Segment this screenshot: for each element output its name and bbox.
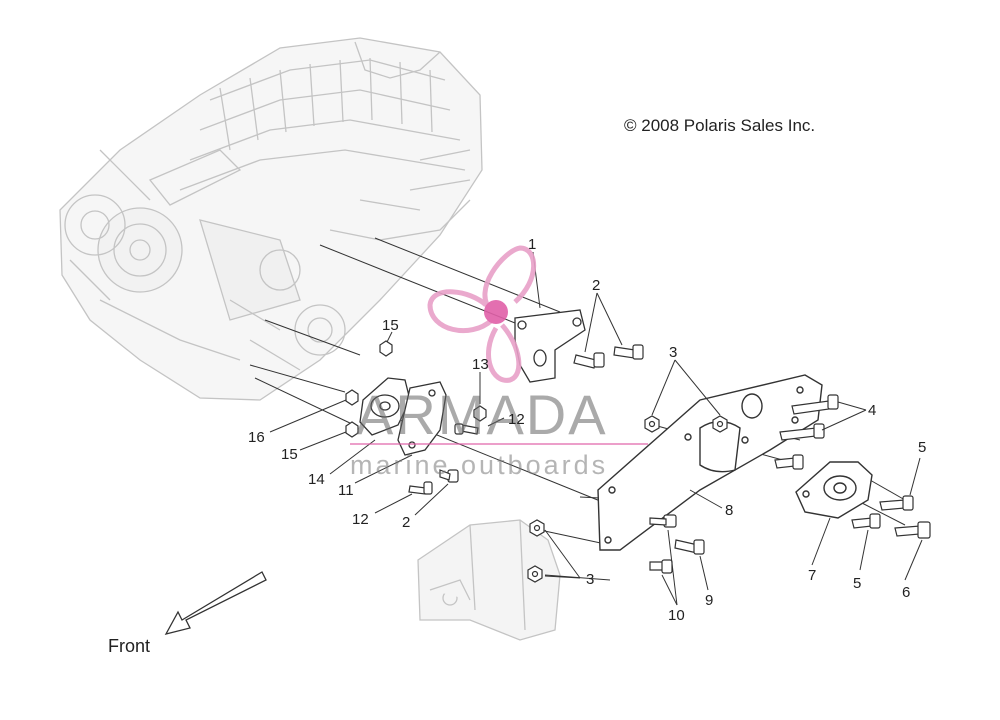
callout-2-lower: 2 [402, 514, 411, 531]
callout-leaders [269, 251, 923, 606]
copyright-text: © 2008 Polaris Sales Inc. [624, 116, 816, 135]
watermark-brand: ARMADA [356, 383, 608, 446]
bolts-part-4 [774, 394, 839, 470]
callout-5-lower: 5 [853, 575, 862, 592]
lower-mount-ghost [417, 519, 561, 641]
callout-5-upper: 5 [918, 439, 927, 456]
callout-1: 1 [528, 236, 537, 253]
bracket-part-1 [514, 309, 586, 383]
nuts-part-3-upper [644, 415, 728, 433]
callout-3-upper: 3 [669, 344, 678, 361]
callout-10: 10 [668, 607, 685, 624]
watermark-propeller-logo [427, 245, 537, 383]
callout-3-lower: 3 [586, 571, 595, 588]
callout-11: 11 [338, 482, 354, 499]
front-arrow [164, 571, 267, 635]
callout-15-upper: 15 [382, 317, 399, 334]
callout-8: 8 [725, 502, 734, 519]
callout-12-upper: 12 [508, 411, 525, 428]
nuts-part-3-lower [527, 519, 545, 583]
engine-mount-part-7 [795, 461, 873, 519]
bolts-part-2 [573, 344, 644, 369]
bolts-part-5-6 [851, 495, 931, 539]
callout-15-lower: 15 [281, 446, 298, 463]
callout-7: 7 [808, 567, 817, 584]
front-label: Front [108, 636, 151, 656]
callout-12-lower: 12 [352, 511, 369, 528]
engine-illustration [59, 37, 483, 401]
callout-6: 6 [902, 584, 911, 601]
bolts-part-9-10 [649, 514, 705, 574]
callout-2-upper: 2 [592, 277, 601, 294]
watermark-subtitle: marine outboards [350, 450, 609, 480]
callout-16: 16 [248, 429, 265, 446]
callout-13: 13 [472, 356, 489, 373]
small-hardware [345, 340, 487, 495]
callout-4: 4 [868, 402, 877, 419]
callout-9: 9 [705, 592, 714, 609]
callout-14: 14 [308, 471, 325, 488]
